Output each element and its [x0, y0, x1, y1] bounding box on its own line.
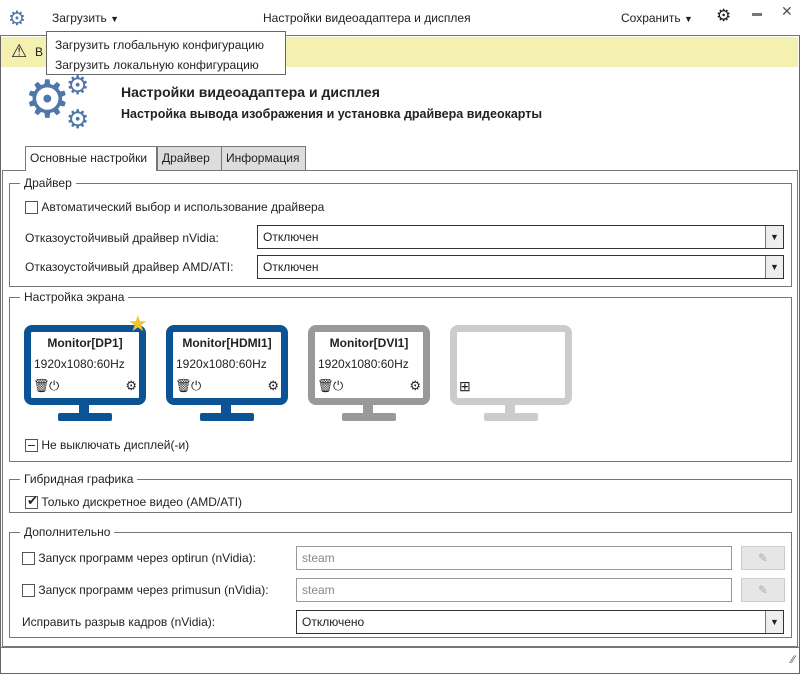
driver-group: Драйвер Автоматический выбор и использов…	[9, 176, 792, 287]
tearing-select[interactable]: Отключено ▼	[296, 610, 784, 634]
chevron-down-icon: ▼	[765, 611, 783, 633]
status-bar: ⁄⁄	[1, 647, 799, 673]
select-value: Отключен	[263, 260, 319, 274]
minimize-button[interactable]	[752, 13, 762, 16]
load-dropdown-menu: Загрузить глобальную конфигурацию Загруз…	[46, 31, 286, 75]
close-button[interactable]: ✕	[781, 3, 793, 19]
hybrid-group: Гибридная графика ✔ Только дискретное ви…	[9, 472, 792, 513]
save-menu-button[interactable]: Сохранить ▼	[621, 11, 693, 25]
gear-icon[interactable]: ⚙	[267, 378, 279, 393]
banner-text: В	[35, 45, 44, 59]
chevron-down-icon: ▼	[765, 226, 783, 248]
power-icon[interactable]: ⏻	[191, 378, 202, 393]
settings-gear-icon[interactable]: ⚙	[716, 6, 732, 25]
header-gear-small-icon: ⚙	[66, 70, 90, 100]
screen-group: Настройка экрана Monitor[DP1] 1920x1080:6…	[9, 290, 792, 462]
trash-icon[interactable]: 🗑	[175, 378, 192, 393]
checkbox-label: Запуск программ через optirun (nVidia):	[38, 551, 256, 565]
trash-icon[interactable]: 🗑	[33, 378, 50, 393]
gear-icon[interactable]: ⚙	[409, 378, 421, 393]
menu-item-load-local[interactable]: Загрузить локальную конфигурацию	[55, 58, 259, 72]
monitor-dvi1[interactable]: Monitor[DVI1] 1920x1080:60Hz 🗑⏻ ⚙	[308, 325, 430, 425]
resize-grip-icon[interactable]: ⁄⁄	[791, 654, 795, 666]
select-value: Отключен	[263, 230, 319, 244]
trash-icon[interactable]: 🗑	[317, 378, 334, 393]
monitor-mode: 1920x1080:60Hz	[318, 357, 409, 371]
primusun-edit-button[interactable]: ✎	[741, 578, 785, 602]
menu-item-load-global[interactable]: Загрузить глобальную конфигурацию	[55, 38, 264, 52]
checkbox-box	[25, 201, 38, 215]
header-subtitle: Настройка вывода изображения и установка…	[121, 107, 543, 121]
power-icon[interactable]: ⏻	[333, 378, 344, 393]
header-gear-small-icon: ⚙	[66, 104, 90, 134]
primary-star-icon: ★	[128, 311, 148, 336]
nvidia-driver-label: Отказоустойчивый драйвер nVidia:	[25, 231, 219, 245]
window-title: Настройки видеоадаптера и дисплея	[263, 11, 471, 25]
app-gears-icon: ⚙	[8, 8, 26, 30]
monitor-name: Monitor[DVI1]	[329, 336, 409, 350]
monitor-hdmi1[interactable]: Monitor[HDMI1] 1920x1080:60Hz 🗑⏻ ⚙	[166, 325, 288, 425]
optirun-input[interactable]: steam	[296, 546, 732, 570]
nvidia-driver-select[interactable]: Отключен ▼	[257, 225, 784, 249]
monitor-mode: 1920x1080:60Hz	[176, 357, 267, 371]
checkbox-box	[22, 552, 35, 566]
tab-driver[interactable]: Драйвер	[157, 146, 222, 171]
checkbox-label: Только дискретное видео (AMD/ATI)	[41, 495, 243, 509]
keep-display-on-checkbox[interactable]: Не выключать дисплей(-и)	[25, 438, 190, 453]
gear-icon[interactable]: ⚙	[125, 378, 137, 393]
amd-driver-select[interactable]: Отключен ▼	[257, 255, 784, 279]
monitor-add-slot[interactable]: ⊞	[450, 325, 572, 425]
primusun-checkbox[interactable]: Запуск программ через primusun (nVidia):	[22, 583, 269, 598]
group-title: Дополнительно	[20, 525, 115, 539]
chevron-down-icon: ▼	[765, 256, 783, 278]
tab-information[interactable]: Информация	[221, 146, 306, 171]
pencil-icon: ✎	[757, 551, 769, 565]
checkbox-box	[22, 584, 35, 598]
checkbox-label: Не выключать дисплей(-и)	[41, 438, 190, 452]
monitor-name: Monitor[DP1]	[47, 336, 123, 350]
primusun-input[interactable]: steam	[296, 578, 732, 602]
add-icon[interactable]: ⊞	[459, 378, 471, 394]
warning-icon: ⚠	[11, 41, 28, 61]
header-gears-icon: ⚙	[24, 71, 71, 129]
select-value: Отключено	[302, 615, 365, 629]
titlebar: ⚙ Загрузить ▼ Настройки видеоадаптера и …	[0, 0, 800, 36]
chevron-down-icon: ▼	[110, 14, 120, 24]
amd-driver-label: Отказоустойчивый драйвер AMD/ATI:	[25, 260, 234, 274]
group-title: Драйвер	[20, 176, 76, 190]
group-title: Гибридная графика	[20, 472, 138, 486]
save-label: Сохранить	[621, 11, 681, 25]
auto-driver-checkbox[interactable]: Автоматический выбор и использование дра…	[25, 200, 325, 215]
monitor-mode: 1920x1080:60Hz	[34, 357, 125, 371]
checkbox-box	[25, 439, 38, 453]
optirun-checkbox[interactable]: Запуск программ через optirun (nVidia):	[22, 551, 256, 566]
optirun-edit-button[interactable]: ✎	[741, 546, 785, 570]
tab-main-settings[interactable]: Основные настройки	[25, 146, 157, 171]
pencil-icon: ✎	[757, 583, 769, 597]
checkbox-label: Автоматический выбор и использование дра…	[41, 200, 325, 214]
power-icon[interactable]: ⏻	[49, 378, 60, 393]
monitor-name: Monitor[HDMI1]	[182, 336, 272, 350]
header-title: Настройки видеоадаптера и дисплея	[121, 84, 380, 100]
monitor-dp1[interactable]: Monitor[DP1] 1920x1080:60Hz 🗑⏻ ⚙ ★	[24, 311, 148, 425]
load-menu-button[interactable]: Загрузить ▼	[52, 11, 119, 25]
checkbox-box: ✔	[25, 493, 38, 510]
checkbox-label: Запуск программ через primusun (nVidia):	[38, 583, 269, 597]
load-label: Загрузить	[52, 11, 107, 25]
tearing-label: Исправить разрыв кадров (nVidia):	[22, 615, 216, 629]
chevron-down-icon: ▼	[683, 14, 693, 24]
check-icon: ✔	[27, 493, 38, 509]
discrete-video-checkbox[interactable]: ✔ Только дискретное видео (AMD/ATI)	[25, 493, 243, 510]
extra-group: Дополнительно Запуск программ через opti…	[9, 525, 792, 638]
group-title: Настройка экрана	[20, 290, 129, 304]
